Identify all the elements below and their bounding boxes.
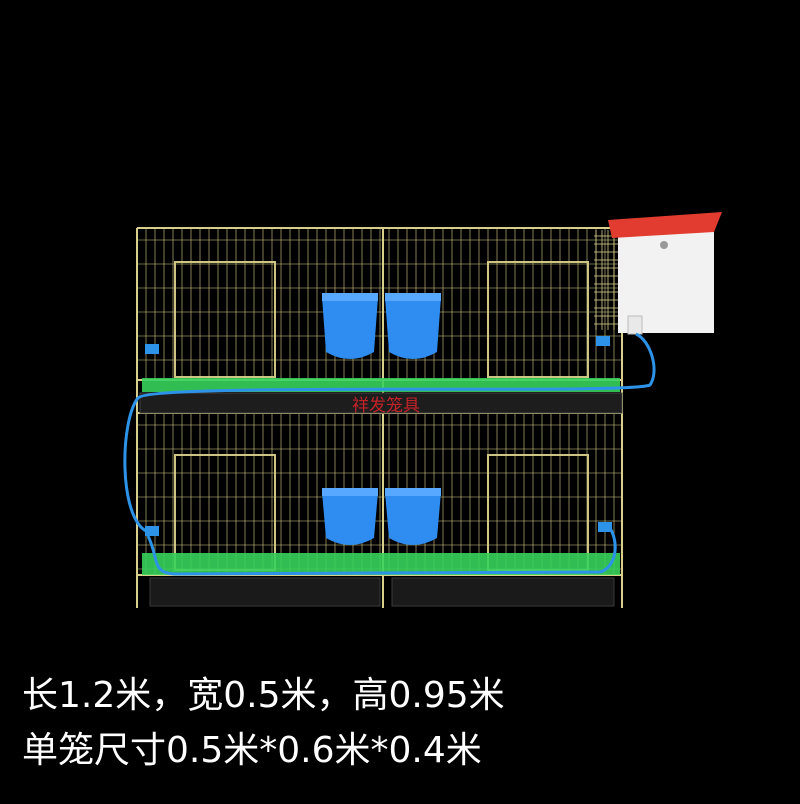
lower-right-feeder [385, 488, 441, 545]
lower-tray-right [391, 577, 615, 607]
upper-right-feeder [385, 293, 441, 359]
cage-door [487, 261, 589, 378]
cage-wire-mesh [136, 227, 623, 608]
drinker-nipple-right-upper [596, 336, 610, 346]
drinker-nipple-right-lower [598, 522, 612, 532]
lower-left-feeder [322, 488, 378, 545]
drinker-nipple-left-lower [145, 526, 159, 536]
cage-door [487, 454, 589, 571]
upper-tray [139, 392, 623, 414]
water-pipe [123, 332, 656, 534]
water-tank [608, 212, 722, 335]
upper-left-feeder [322, 293, 378, 359]
unit-size-caption: 单笼尺寸0.5米*0.6米*0.4米 [22, 730, 482, 771]
water-pipe-lower [146, 527, 617, 576]
watermark-text: 祥发笼具 [352, 396, 420, 416]
cage-door [174, 454, 276, 571]
dimension-caption: 长1.2米，宽0.5米，高0.95米 [22, 675, 505, 716]
lower-floor-mesh [142, 553, 620, 575]
lower-tray-left [149, 577, 381, 607]
cage-door [174, 261, 276, 378]
drinker-nipple-left-upper [145, 344, 159, 354]
